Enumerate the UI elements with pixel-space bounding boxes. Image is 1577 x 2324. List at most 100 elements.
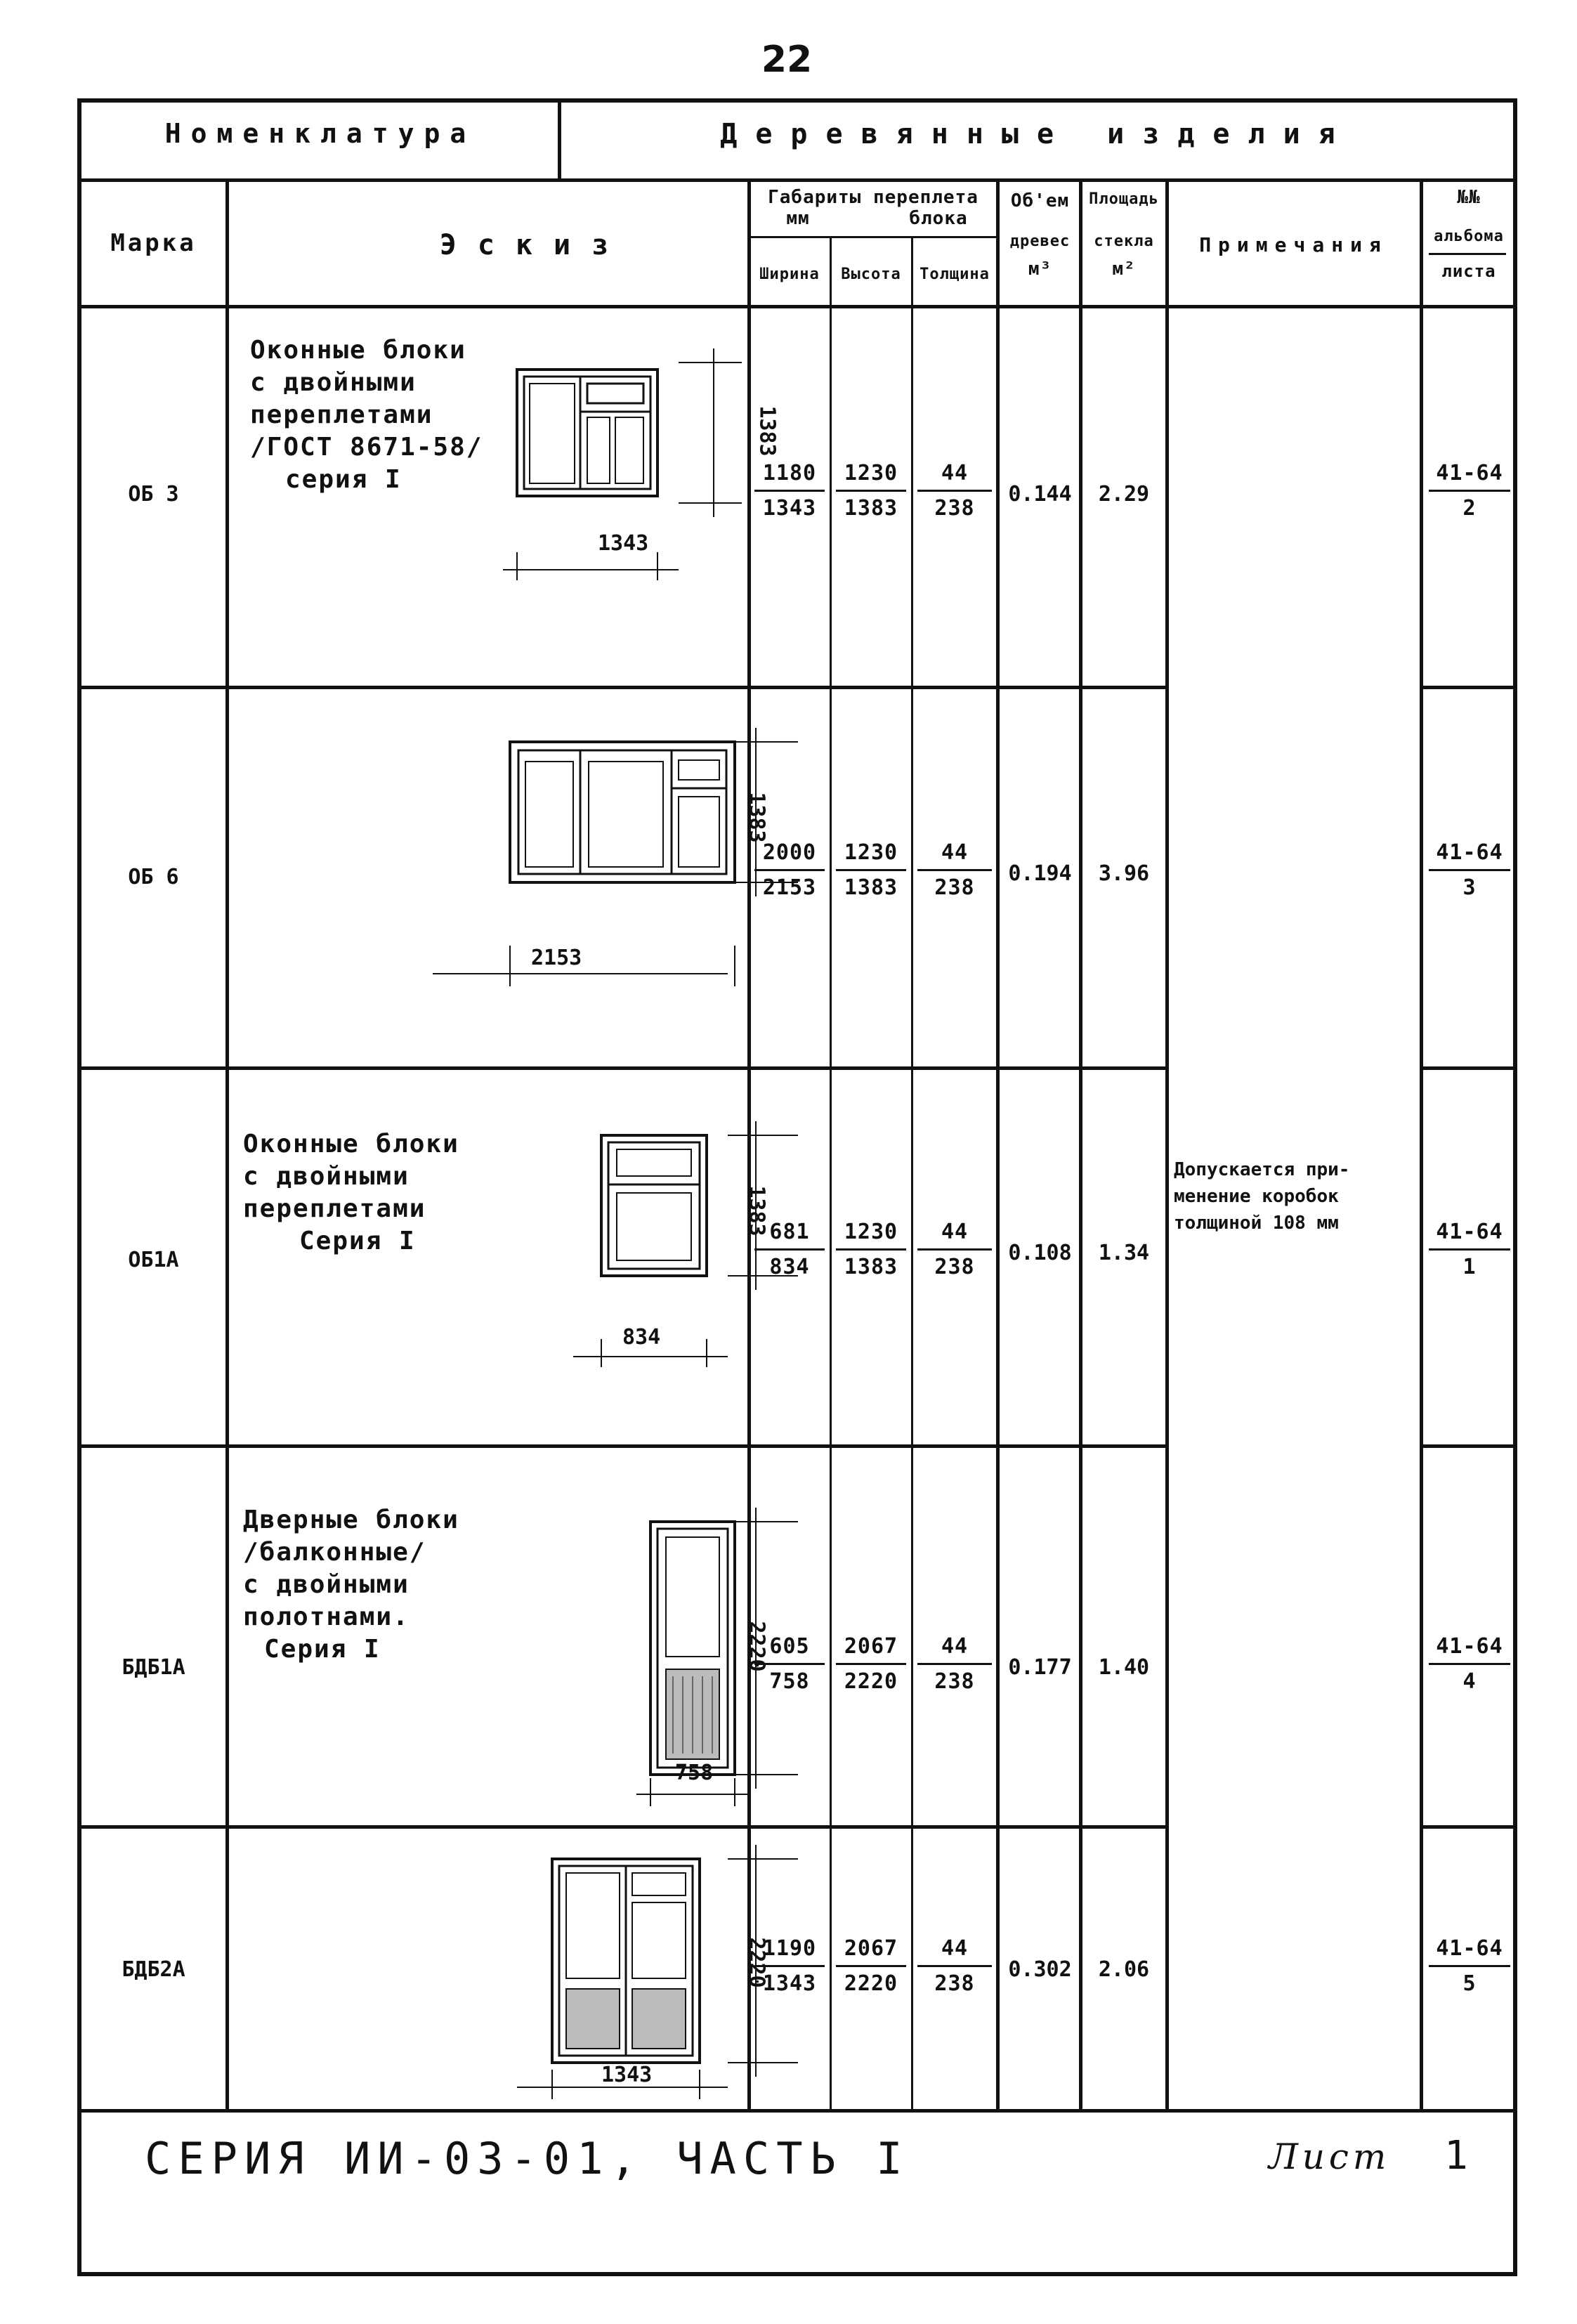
row-rule-3	[81, 1444, 1167, 1448]
col-volume-unit: м³	[1028, 259, 1052, 280]
row-description: Оконные блоки с двойными переплетами /ГО…	[250, 336, 483, 494]
dim-width: 834	[622, 1325, 661, 1350]
cell-glass: 2.29	[1098, 482, 1150, 507]
dimension-lines	[728, 1121, 798, 1290]
dim-width: 1343	[601, 2063, 653, 2087]
col-glass-1: Площадь	[1089, 190, 1159, 208]
row-rule-2b	[1420, 1066, 1514, 1070]
footer-sheet-number: 1	[1444, 2133, 1475, 2179]
col-volume-1: Об'ем	[1010, 190, 1070, 211]
dims-subrule	[750, 236, 996, 238]
col-line-thickness	[996, 178, 1000, 2110]
cell-volume: 0.177	[1008, 1655, 1072, 1680]
cell-volume: 0.144	[1008, 482, 1072, 507]
col-line-mark	[225, 178, 229, 2110]
row-mark: БДБ2А	[122, 1957, 185, 1982]
col-album-1: №№	[1457, 187, 1481, 208]
window-sketch	[509, 740, 736, 884]
header-rule	[81, 178, 1514, 182]
door-sketch	[517, 1858, 728, 2099]
window-sketch	[573, 1134, 728, 1367]
header-category: Деревянные изделия	[720, 118, 1354, 150]
door-sketch	[636, 1520, 749, 1806]
header-nomenclature: Номенклатура	[164, 118, 476, 149]
dim-height: 1383	[744, 792, 769, 843]
row-description: Дверные блоки /балконные/ с двойными пол…	[243, 1506, 459, 1664]
album-subrule	[1429, 253, 1506, 255]
dimension-lines	[433, 946, 735, 986]
col-sketch: Эскиз	[439, 229, 630, 261]
col-notes: Примечания	[1199, 233, 1388, 256]
column-header-rule	[81, 305, 1514, 308]
col-glass-unit: м²	[1112, 259, 1136, 280]
col-line-sketch	[747, 178, 751, 2110]
row-mark: ОБ1А	[128, 1248, 179, 1272]
col-dims-mm: мм	[786, 208, 810, 229]
dim-height: 1383	[754, 405, 780, 457]
window-sketch	[503, 348, 742, 580]
dimension-lines	[728, 728, 798, 896]
col-line-glass	[1165, 178, 1169, 2110]
cell-glass: 3.96	[1098, 861, 1150, 886]
cell-glass: 1.40	[1098, 1655, 1150, 1680]
col-line-notes	[1420, 178, 1423, 2110]
col-thickness: Толщина	[920, 266, 990, 283]
col-line-height	[911, 236, 913, 2110]
row-mark: БДБ1А	[122, 1655, 185, 1680]
header-divider	[558, 103, 561, 180]
dimension-lines	[728, 1845, 798, 2077]
row-rule-4b	[1420, 1825, 1514, 1829]
footer-series: СЕРИЯ ИИ-03-01, ЧАСТЬ I	[145, 2133, 910, 2184]
col-height: Высота	[841, 266, 901, 283]
cell-glass: 1.34	[1098, 1241, 1150, 1265]
row-rule-1	[81, 686, 1167, 689]
dimension-lines	[728, 1508, 798, 1789]
col-dims-group: Габариты переплета	[768, 187, 979, 208]
row-mark: ОБ 6	[128, 865, 179, 889]
col-line-width	[830, 236, 832, 2110]
col-width: Ширина	[759, 266, 820, 283]
col-dims-box: блока	[909, 208, 968, 229]
col-volume-2: древес	[1009, 233, 1071, 250]
dim-width: 758	[675, 1761, 714, 1785]
dim-width: 1343	[598, 531, 649, 556]
row-description: Оконные блоки с двойными переплетами Сер…	[243, 1130, 459, 1255]
cell-volume: 0.194	[1008, 861, 1072, 886]
col-glass-2: стекла	[1094, 233, 1154, 250]
col-album-2: альбома	[1434, 228, 1504, 245]
page-number: 22	[761, 39, 813, 81]
row-rule-1b	[1420, 686, 1514, 689]
col-album-3: листа	[1441, 261, 1496, 281]
cell-volume: 0.108	[1008, 1241, 1072, 1265]
row-rule-4	[81, 1825, 1167, 1829]
dim-width: 2153	[531, 946, 582, 970]
col-mark: Марка	[110, 229, 197, 257]
table-bottom-rule	[81, 2109, 1514, 2113]
table-frame: Номенклатура Деревянные изделия Марка Эс…	[77, 98, 1517, 2276]
footer-sheet-label: Лист	[1269, 2136, 1391, 2177]
row-rule-2	[81, 1066, 1167, 1070]
col-line-volume	[1079, 178, 1082, 2110]
row-rule-3b	[1420, 1444, 1514, 1448]
cell-volume: 0.302	[1008, 1957, 1072, 1982]
